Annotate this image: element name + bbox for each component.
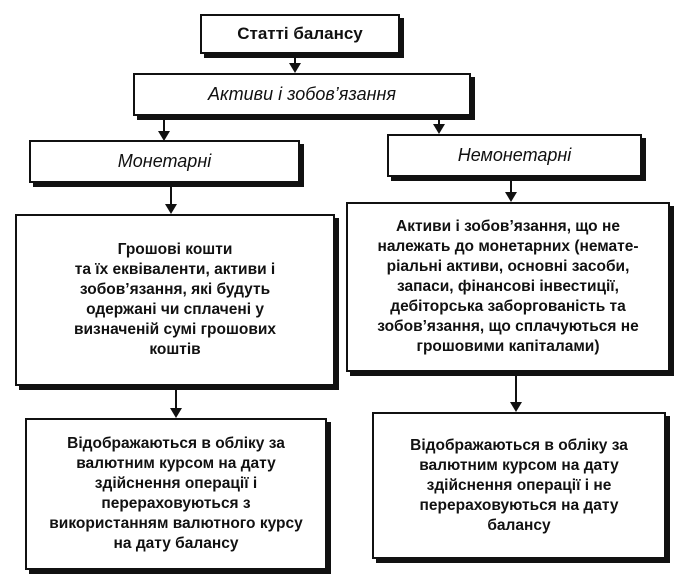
nonmonetary-node: Немонетарні <box>387 134 642 177</box>
monetary-node: Монетарні <box>29 140 300 183</box>
nonmonetary-description-node: Активи і зобов’язання, що не належать до… <box>346 202 670 372</box>
monetary-description-node: Грошові кошти та їх еквіваленти, активи … <box>15 214 335 386</box>
monetary-treatment-text: Відображаються в обліку за валютним курс… <box>49 435 303 552</box>
root-node: Статті балансу <box>200 14 400 54</box>
nonmonetary-treatment-text: Відображаються в обліку за валютним курс… <box>410 436 628 534</box>
nonmonetary-label: Немонетарні <box>457 145 572 165</box>
monetary-treatment-node: Відображаються в обліку за валютним курс… <box>25 418 327 570</box>
nonmonetary-treatment-node: Відображаються в обліку за валютним курс… <box>372 412 666 559</box>
nonmonetary-description-text: Активи і зобов’язання, що не належать до… <box>377 218 639 355</box>
assets-liabilities-label: Активи і зобов’язання <box>207 84 397 104</box>
root-label: Статті балансу <box>237 24 363 43</box>
monetary-description-text: Грошові кошти та їх еквіваленти, активи … <box>73 241 277 358</box>
assets-liabilities-node: Активи і зобов’язання <box>133 73 471 116</box>
monetary-label: Монетарні <box>117 151 212 171</box>
